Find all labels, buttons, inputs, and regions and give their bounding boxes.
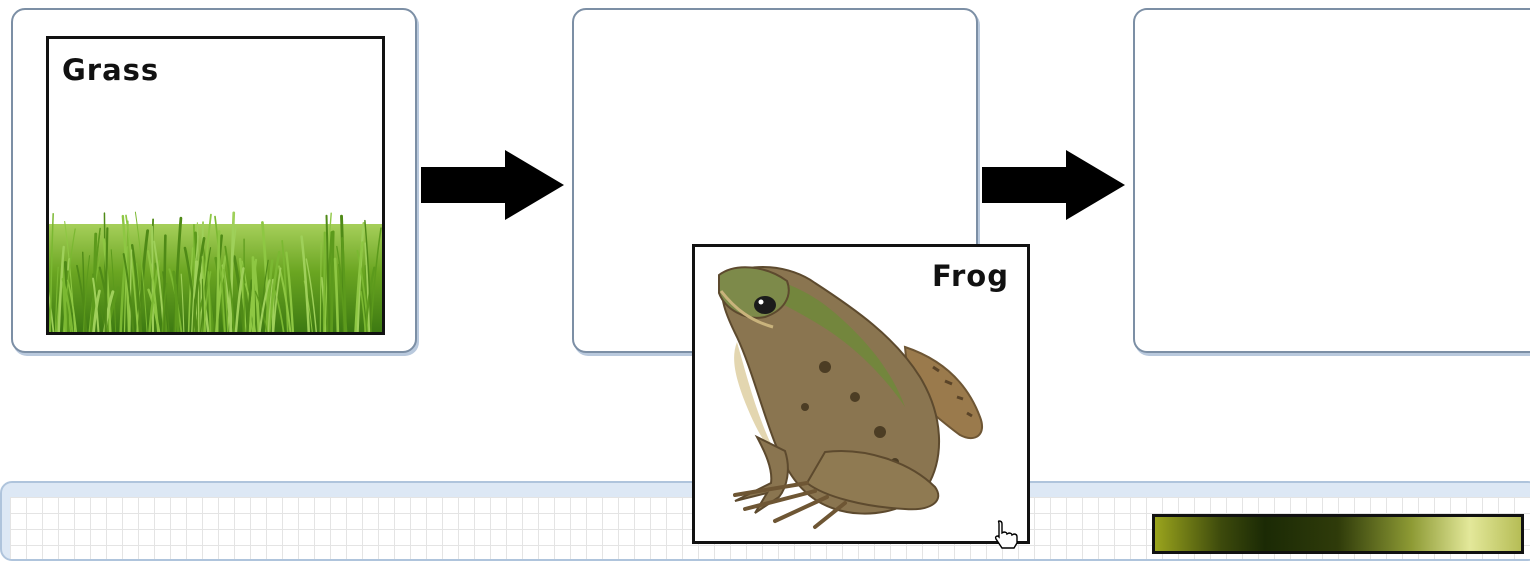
arrow-right-icon xyxy=(421,150,566,220)
tray-card-thumbnail[interactable] xyxy=(1152,514,1524,554)
card-label: Frog xyxy=(932,259,1009,293)
frog-card[interactable]: Frog xyxy=(692,244,1030,544)
food-chain-slot-3[interactable] xyxy=(1133,8,1530,353)
hand-pointer-icon xyxy=(992,519,1022,549)
arrow-right-icon xyxy=(982,150,1127,220)
card-label: Grass xyxy=(62,53,159,87)
grass-card[interactable]: Grass xyxy=(46,36,385,335)
